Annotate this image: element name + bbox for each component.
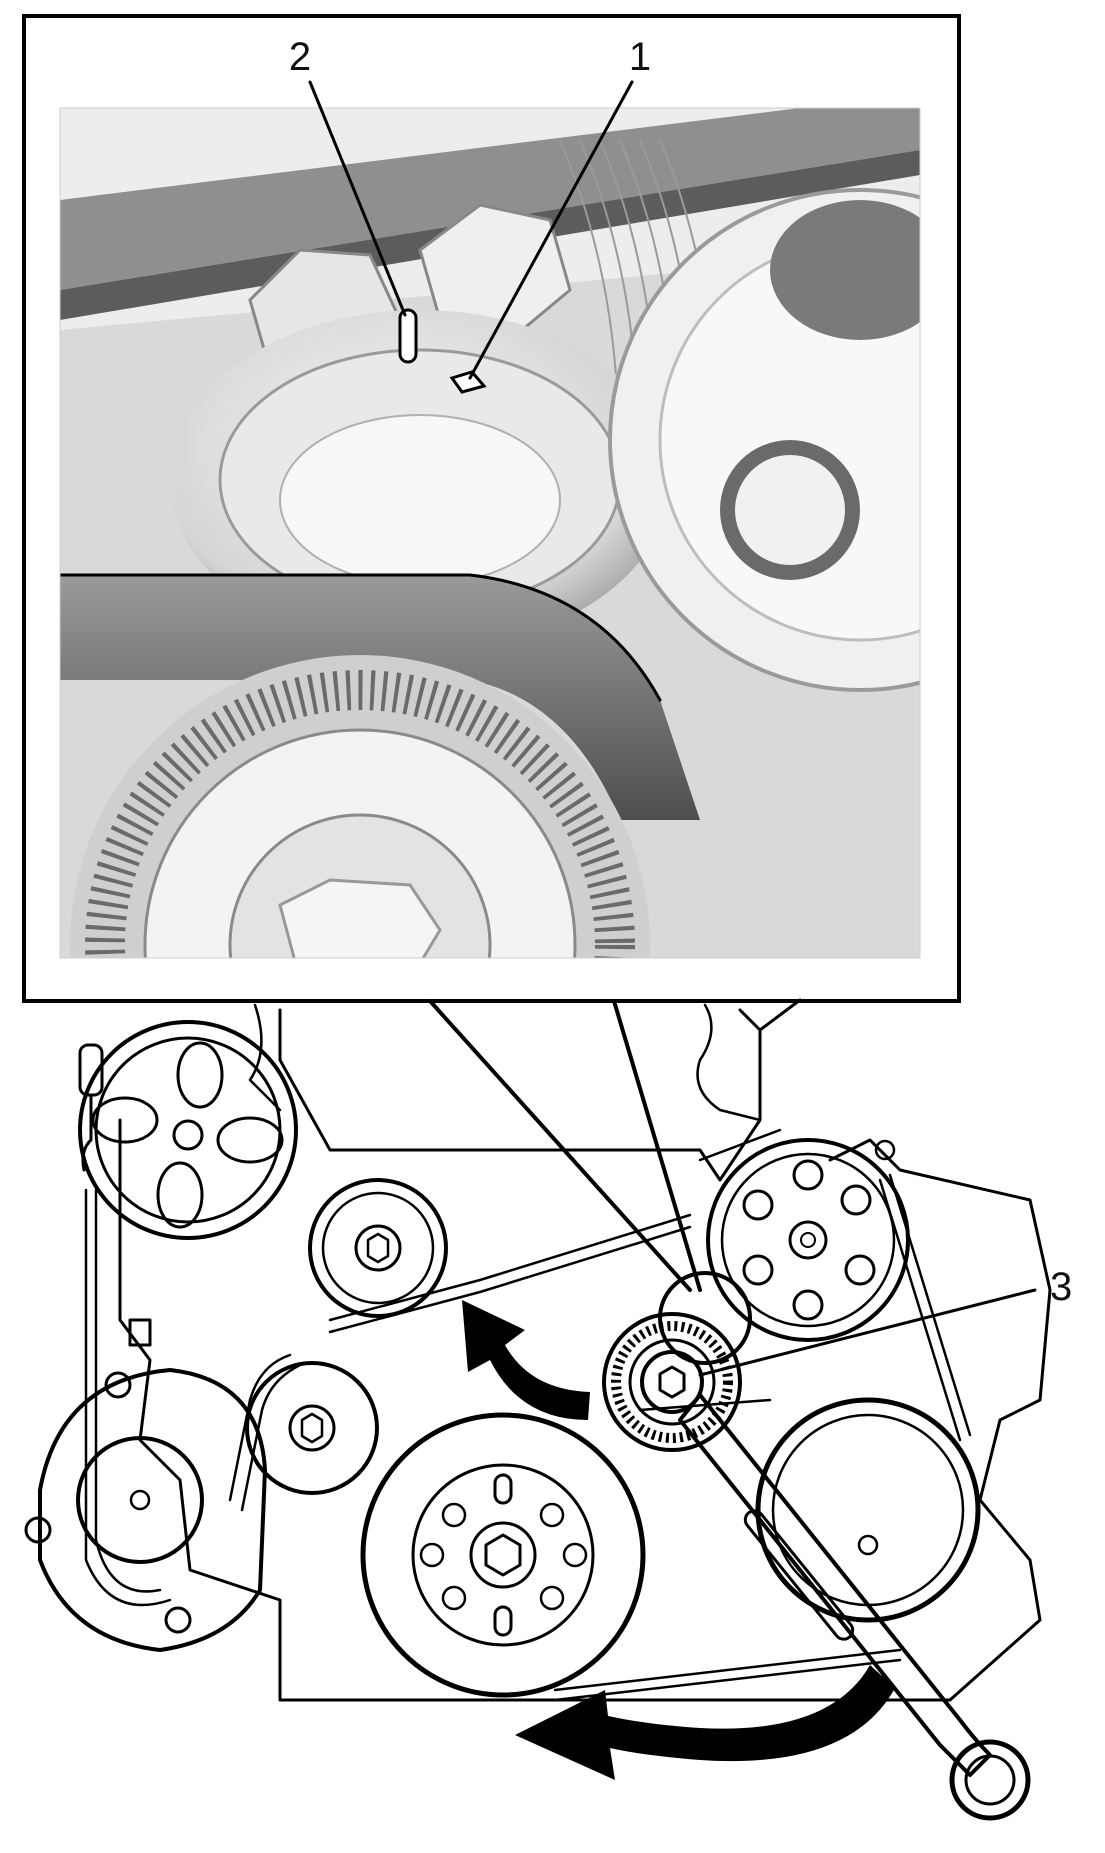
idler-pulley-large (608, 188, 920, 692)
power-steering-pulley (78, 1020, 298, 1240)
alternator (24, 1318, 267, 1652)
belt-tensioner (602, 1271, 752, 1452)
callout-1-label: 1 (629, 35, 651, 79)
lower-belt (60, 575, 700, 820)
callout-2-leader (308, 80, 407, 317)
rotation-arrow-lower (515, 1665, 895, 1780)
engine-front-drawing: 3 (24, 998, 1072, 1821)
rotation-arrow-upper (462, 1300, 590, 1420)
crankshaft-pulley (360, 1412, 646, 1698)
upper-belt (60, 108, 920, 290)
idler-pulley-upper (308, 1178, 448, 1318)
callout-2-label: 2 (289, 35, 311, 79)
wrench[interactable] (678, 1393, 1031, 1821)
tensioner-reference-mark (449, 370, 487, 394)
zoom-line-right (612, 999, 702, 1292)
serpentine-belt (84, 1128, 972, 1702)
ribbed-pulley-bottom (70, 655, 650, 958)
idler-pulley-lower (245, 1361, 379, 1495)
callout-3-leader (698, 1288, 1037, 1377)
inset-render (60, 108, 920, 958)
callout-3-label: 3 (1050, 1265, 1072, 1309)
detail-inset: 2 1 (22, 14, 961, 1003)
tensioner-indicator-pointer (398, 308, 418, 364)
callout-1-leader (468, 80, 634, 380)
zoom-line-left (428, 999, 692, 1292)
water-pump-pulley (706, 1138, 910, 1342)
